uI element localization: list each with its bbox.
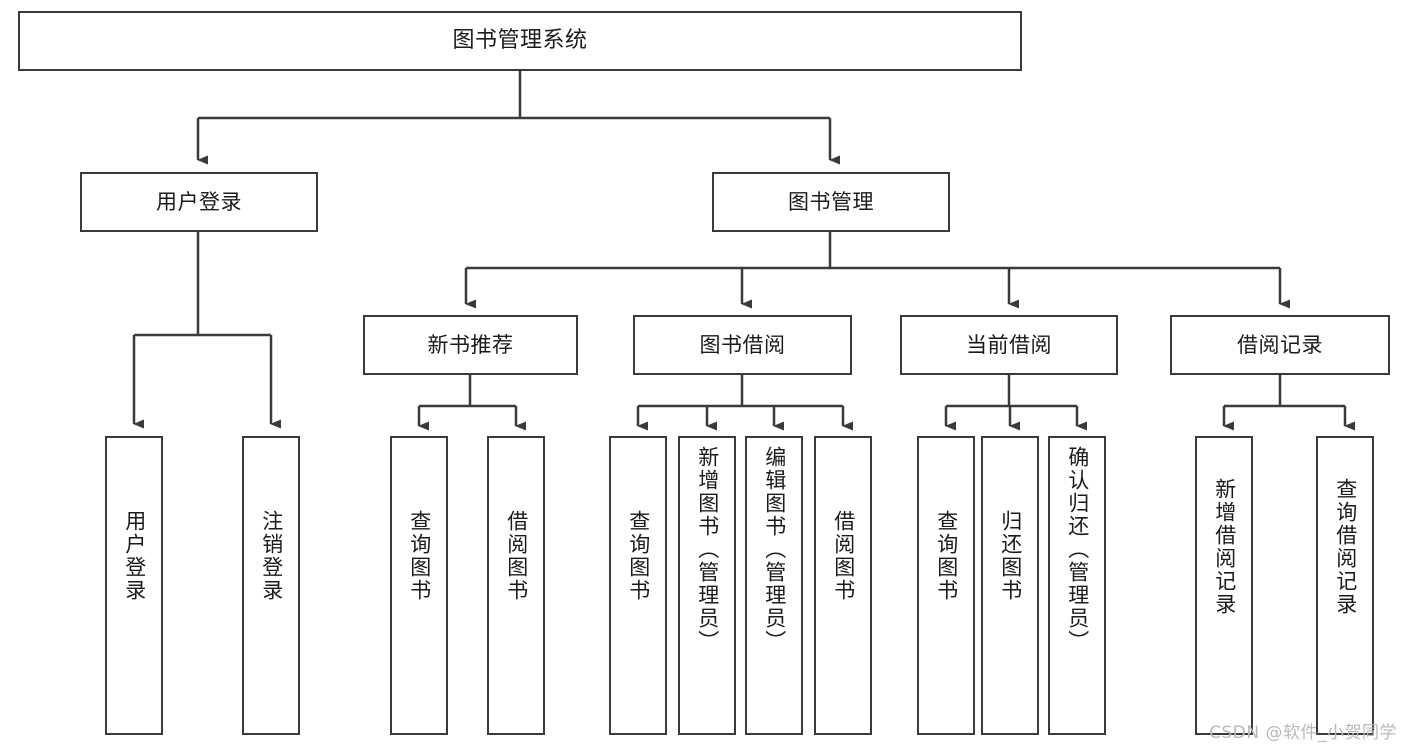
node-current-borrow-label: 当前借阅	[966, 332, 1052, 357]
watermark: CSDN @软件_小贺同学	[1209, 723, 1397, 743]
node-new-book-rec-label: 新书推荐	[427, 332, 514, 357]
node-book-manage[interactable]: 图书管理	[712, 172, 950, 232]
leaf-query-record[interactable]: 查询借阅记录	[1316, 436, 1374, 735]
leaf-borrow-book-2[interactable]: 借阅图书	[814, 436, 872, 735]
leaf-query-book-3[interactable]: 查询图书	[917, 436, 975, 735]
leaf-borrow-book-2-label: 借阅图书	[831, 510, 856, 602]
leaf-user-login-label: 用户登录	[122, 510, 147, 602]
leaf-query-book-1-label: 查询图书	[407, 510, 432, 602]
leaf-query-book-2[interactable]: 查询图书	[609, 436, 667, 735]
leaf-edit-book-label: 编辑图书（管理员）	[762, 446, 787, 653]
leaf-logout-label: 注销登录	[259, 510, 284, 602]
node-root[interactable]: 图书管理系统	[18, 11, 1022, 71]
leaf-add-record-label: 新增借阅记录	[1212, 478, 1237, 616]
node-user-login[interactable]: 用户登录	[80, 172, 318, 232]
leaf-confirm-return-label: 确认归还（管理员）	[1065, 446, 1090, 653]
leaf-query-record-label: 查询借阅记录	[1333, 478, 1358, 616]
leaf-add-book-label: 新增图书（管理员）	[695, 446, 720, 653]
node-book-manage-label: 图书管理	[788, 189, 874, 214]
leaf-borrow-book-1[interactable]: 借阅图书	[487, 436, 545, 735]
leaf-borrow-book-1-label: 借阅图书	[504, 510, 529, 602]
leaf-user-login[interactable]: 用户登录	[105, 436, 163, 735]
node-book-borrow-label: 图书借阅	[699, 332, 786, 357]
node-current-borrow[interactable]: 当前借阅	[900, 315, 1118, 375]
leaf-query-book-1[interactable]: 查询图书	[390, 436, 448, 735]
leaf-add-record[interactable]: 新增借阅记录	[1195, 436, 1253, 735]
leaf-edit-book[interactable]: 编辑图书（管理员）	[745, 436, 803, 735]
node-borrow-record[interactable]: 借阅记录	[1170, 315, 1390, 375]
node-root-label: 图书管理系统	[452, 28, 588, 54]
leaf-logout[interactable]: 注销登录	[242, 436, 300, 735]
node-book-borrow[interactable]: 图书借阅	[633, 315, 852, 375]
leaf-query-book-3-label: 查询图书	[934, 510, 959, 602]
leaf-return-book[interactable]: 归还图书	[981, 436, 1039, 735]
leaf-query-book-2-label: 查询图书	[626, 510, 651, 602]
leaf-confirm-return[interactable]: 确认归还（管理员）	[1048, 436, 1106, 735]
node-user-login-label: 用户登录	[156, 189, 242, 214]
node-borrow-record-label: 借阅记录	[1237, 332, 1323, 357]
leaf-add-book[interactable]: 新增图书（管理员）	[678, 436, 736, 735]
leaf-return-book-label: 归还图书	[998, 510, 1023, 602]
node-new-book-rec[interactable]: 新书推荐	[363, 315, 578, 375]
